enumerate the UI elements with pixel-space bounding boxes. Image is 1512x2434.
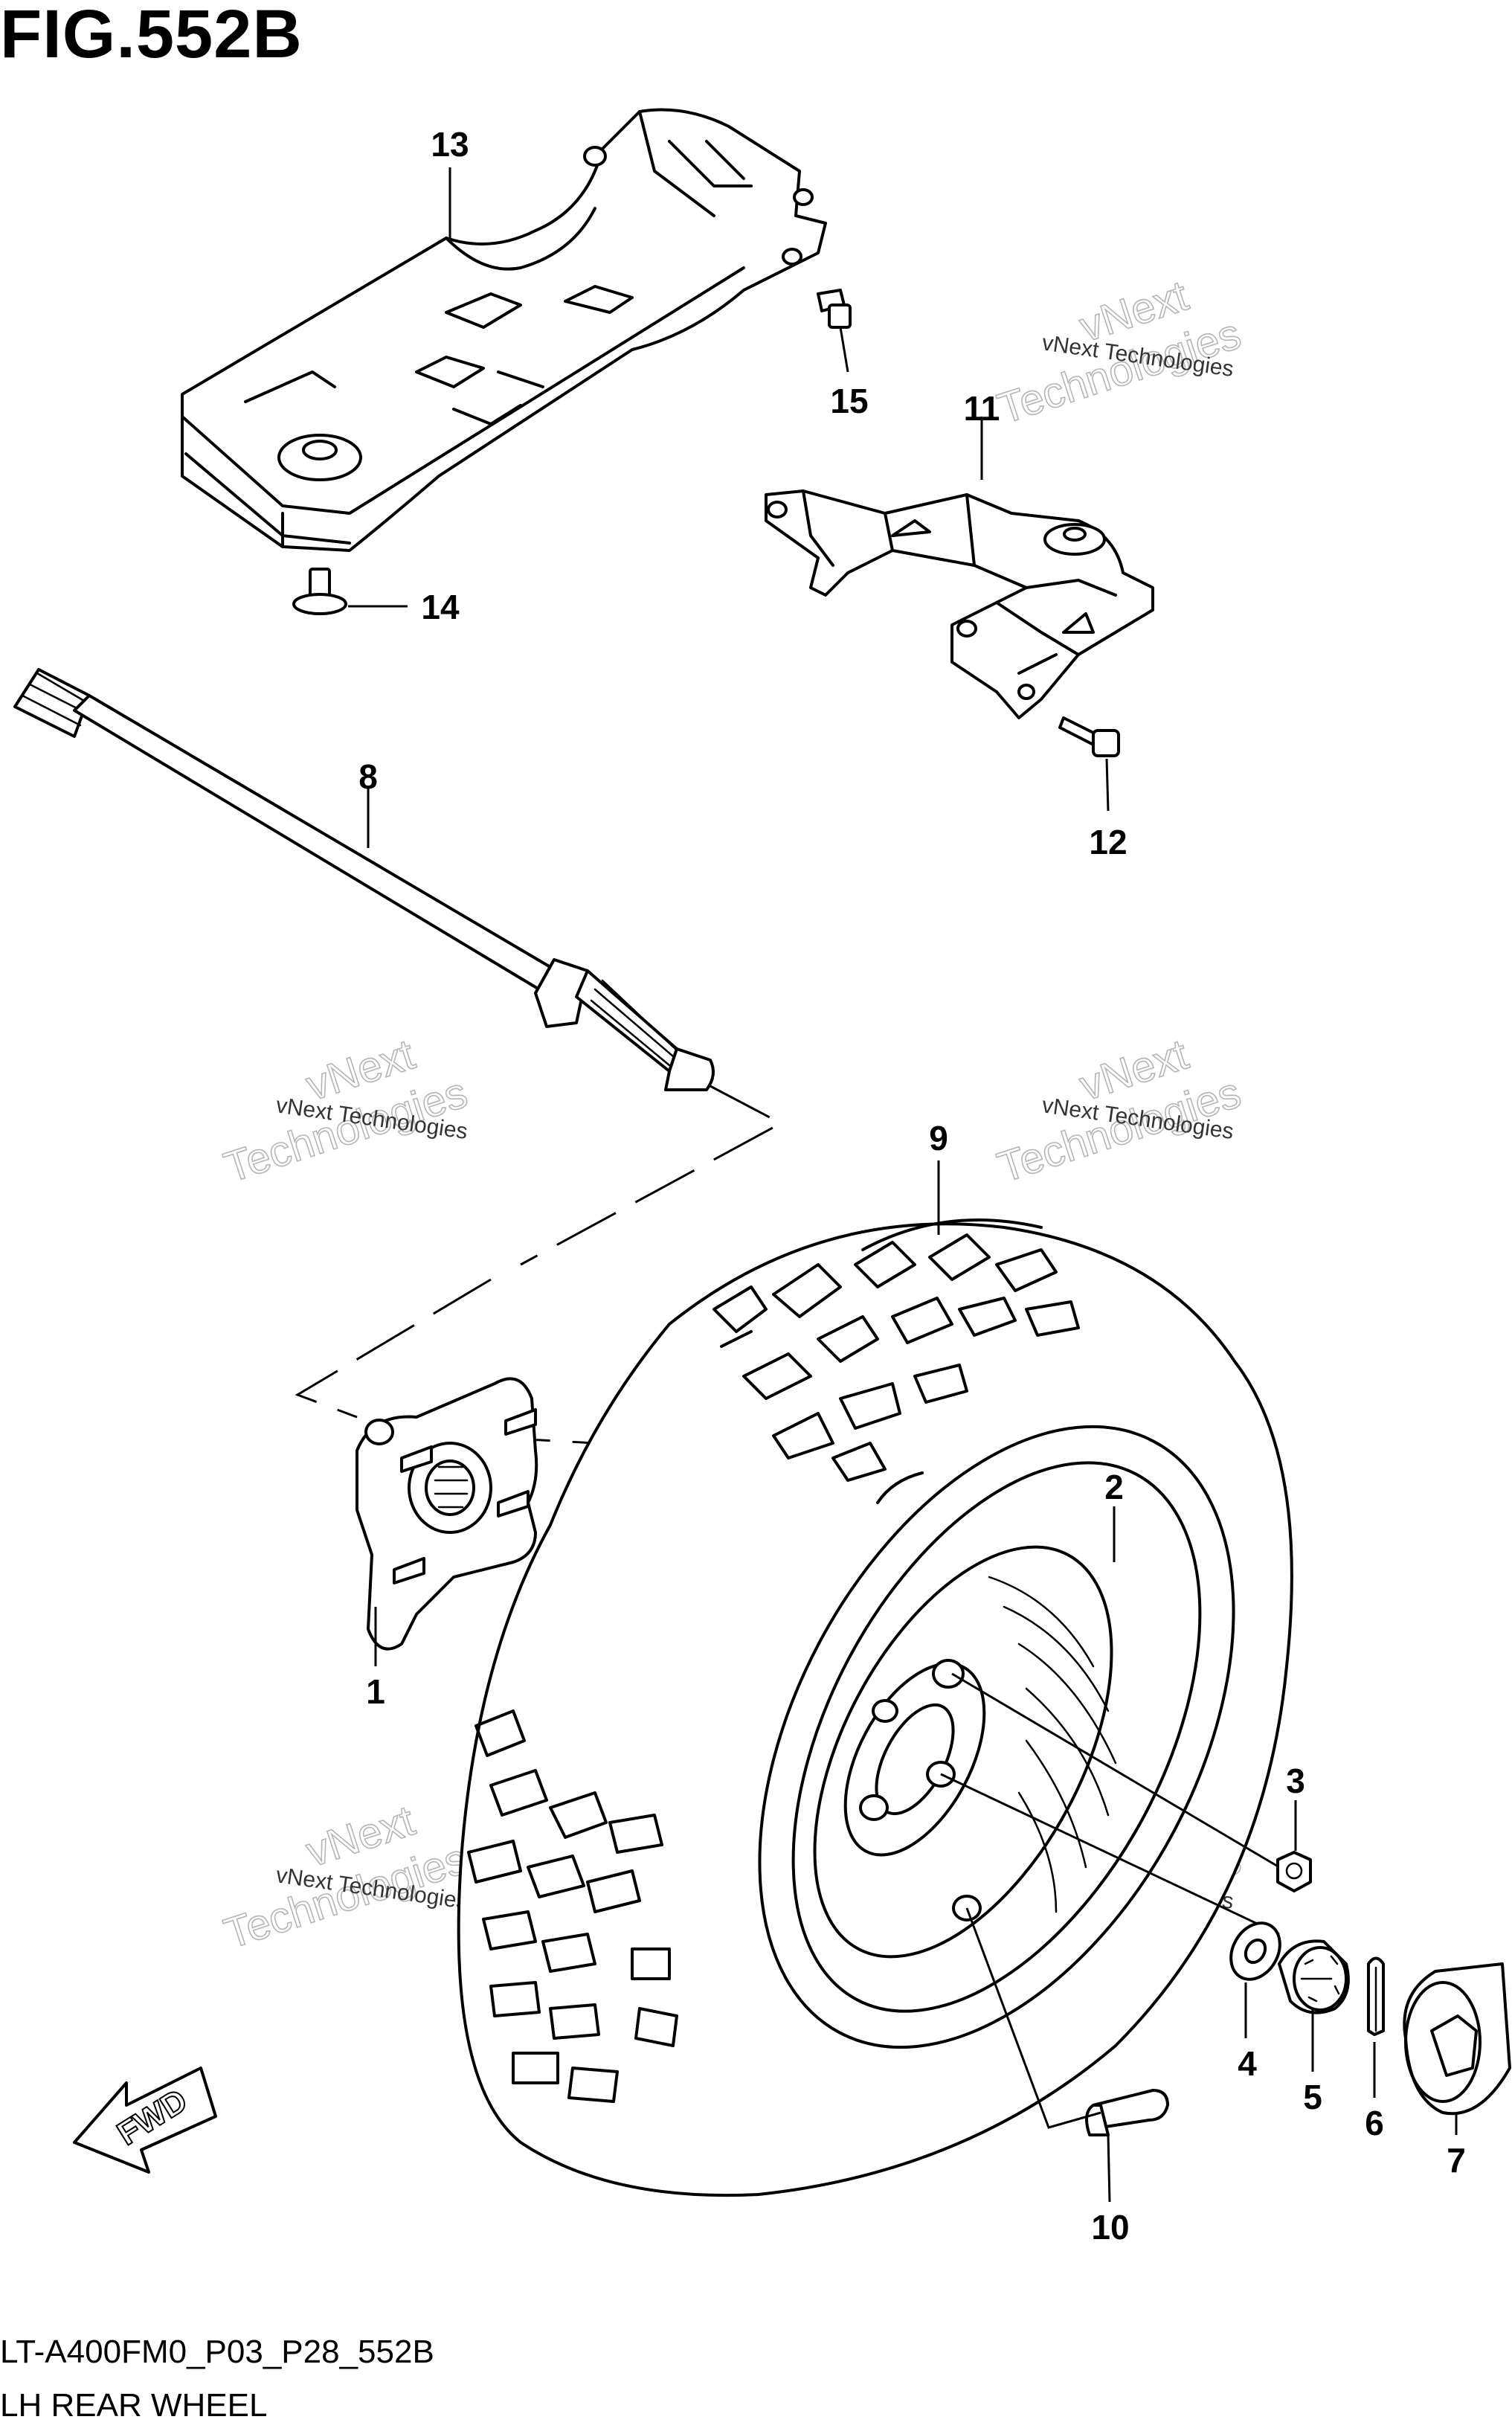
callout-14: 14 — [421, 588, 460, 626]
callout-13: 13 — [431, 125, 469, 164]
fwd-arrow: FWD — [73, 2067, 217, 2174]
callout-2: 2 — [1104, 1468, 1124, 1506]
callout-15: 15 — [830, 382, 868, 420]
tread-upper — [712, 1218, 1080, 1504]
callout-12: 12 — [1089, 823, 1127, 861]
bracket-11[interactable] — [765, 417, 1154, 719]
bolt-12[interactable] — [1058, 716, 1120, 812]
skid-plate-13[interactable] — [181, 108, 827, 552]
model-code: LT-A400FM0_P03_P28_552B — [0, 2334, 434, 2370]
washer-4[interactable] — [1221, 1914, 1290, 2038]
callout-10: 10 — [1091, 2208, 1129, 2247]
watermark-mid-right: vNext Technologies vNext Technologies — [991, 1030, 1247, 1192]
callout-8: 8 — [358, 757, 378, 796]
callout-3: 3 — [1286, 1762, 1305, 1800]
drive-shaft-8[interactable] — [13, 668, 715, 1091]
watermark-top-right: vNext Technologies vNext Technologies — [991, 271, 1247, 434]
nut-3[interactable] — [1276, 1800, 1312, 1892]
callout-7: 7 — [1447, 2141, 1466, 2180]
cotter-pin-6[interactable] — [1367, 1956, 1385, 2099]
bolt-14[interactable] — [292, 568, 408, 615]
callout-4: 4 — [1238, 2044, 1257, 2083]
hub-1[interactable] — [356, 1377, 538, 1666]
valve-stem-10[interactable] — [1085, 2089, 1169, 2203]
watermark-mid-left: vNext Technologies vNext Technologies — [218, 1030, 474, 1192]
callout-5: 5 — [1303, 2078, 1322, 2116]
bolt-15[interactable] — [817, 289, 852, 373]
wheel-rim-2[interactable] — [662, 1347, 1331, 2127]
callout-6: 6 — [1365, 2104, 1384, 2142]
figure-title: FIG.552B — [0, 0, 303, 72]
callout-9: 9 — [929, 1119, 948, 1157]
tread-lower — [467, 1709, 678, 2103]
callout-1: 1 — [366, 1672, 385, 1711]
callout-11: 11 — [964, 389, 1000, 428]
castle-nut-5[interactable] — [1278, 1939, 1350, 2072]
watermark-bottom-left: vNext Technologies vNext Technologies — [218, 1796, 474, 1959]
hub-cap-7[interactable] — [1403, 1962, 1511, 2135]
section-name: LH REAR WHEEL — [0, 2387, 268, 2424]
